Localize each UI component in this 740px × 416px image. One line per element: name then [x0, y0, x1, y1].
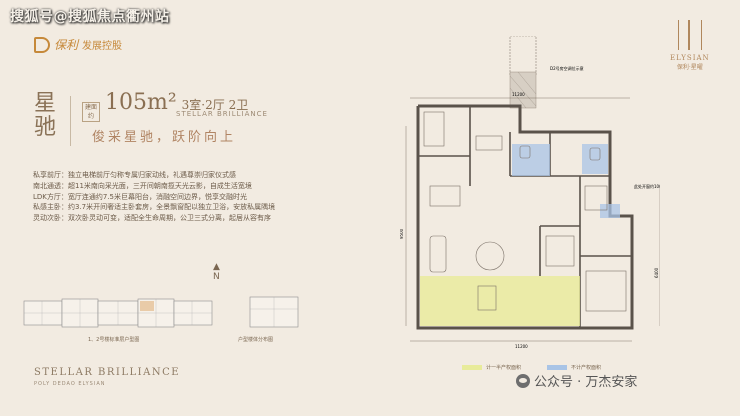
wechat-icon	[516, 373, 530, 388]
svg-text:6400: 6400	[654, 267, 659, 278]
feature-list: 私享前厅：独立电梯前厅匀称专属归家动线，礼遇尊崇归家仪式感 南北通透：超11米南…	[33, 170, 275, 224]
unit-spec: 建面约 105m² 3室·2厅 2卫	[82, 90, 248, 122]
thumb-caption-1: 1、2号楼标准层户型图	[88, 337, 140, 343]
feature-item: 私享前厅：独立电梯前厅匀称专属归家动线，礼遇尊崇归家仪式感	[33, 171, 236, 179]
account-watermark: 公众号 · 万杰安家	[516, 371, 637, 390]
svg-text:11200: 11200	[512, 92, 525, 97]
legend-item-half: 计一半产权面积	[462, 364, 521, 371]
feature-item: 南北通透：超11米南向采光面，三开间朝南揽天光云影，自成生活宽境	[33, 181, 252, 190]
area-badge: 建面约	[82, 102, 100, 122]
unit-slogan: 俊采星驰，跃阶向上	[92, 130, 237, 145]
floor-plan: 11200 11200 9500 6400 D2号房空调位示意 此处开窗约100…	[400, 36, 660, 349]
divider	[70, 96, 71, 146]
thumb-caption-2: 户型楼体分布图	[238, 337, 274, 343]
plan-legend: 计一半产权面积 不计产权面积	[462, 364, 601, 371]
project-en: ELYSIAN	[670, 54, 710, 62]
compass-icon: ▲N	[213, 262, 220, 282]
plan-note-ac: D2号房空调位示意	[550, 65, 584, 71]
footer-brand-sub: POLY DEDAO ELYSIAN	[34, 381, 106, 387]
project-cn: 保利·星曜	[676, 64, 703, 71]
feature-item: 私感主卧：约3.7米开间奢适主卧套房，全景飘窗配以独立卫浴，安放私属隅境	[33, 203, 276, 212]
elysian-mark-icon	[677, 20, 702, 50]
unit-subtitle-en: STELLAR BRILLIANCE	[176, 110, 268, 118]
unit-name: 星驰	[34, 91, 57, 140]
unit-rooms: 3室·2厅 2卫	[181, 98, 249, 112]
legend-item-excluded: 不计产权面积	[547, 364, 601, 371]
plan-note-window: 此处开窗约100mm空调位	[634, 183, 660, 189]
project-logo: ELYSIAN 保利·星曜	[670, 20, 710, 71]
account-name: 公众号 · 万杰安家	[534, 375, 638, 390]
footer-brand-en: STELLAR BRILLIANCE	[34, 367, 181, 378]
feature-item: 灵动次卧：双次卧灵动可变，适配全生命周期，公卫三式分离，起居从容有序	[33, 214, 271, 223]
poly-logo-icon	[34, 36, 50, 53]
feature-item: LDK方厅：宽厅连通约7.5米巨幕阳台，消融空间边界，悦享交融时光	[33, 192, 248, 201]
brand-logo: 保利 发展控股	[34, 36, 122, 53]
brand-name: 保利	[54, 38, 79, 52]
brand-sub: 发展控股	[82, 41, 123, 52]
watermark: 搜狐号@搜狐焦点衢州站	[10, 9, 170, 25]
compass-label: N	[213, 272, 220, 282]
svg-text:9500: 9500	[400, 228, 404, 239]
svg-text:11200: 11200	[515, 344, 528, 349]
unit-area: 105m²	[105, 90, 177, 115]
floor-thumbnails	[23, 296, 299, 328]
